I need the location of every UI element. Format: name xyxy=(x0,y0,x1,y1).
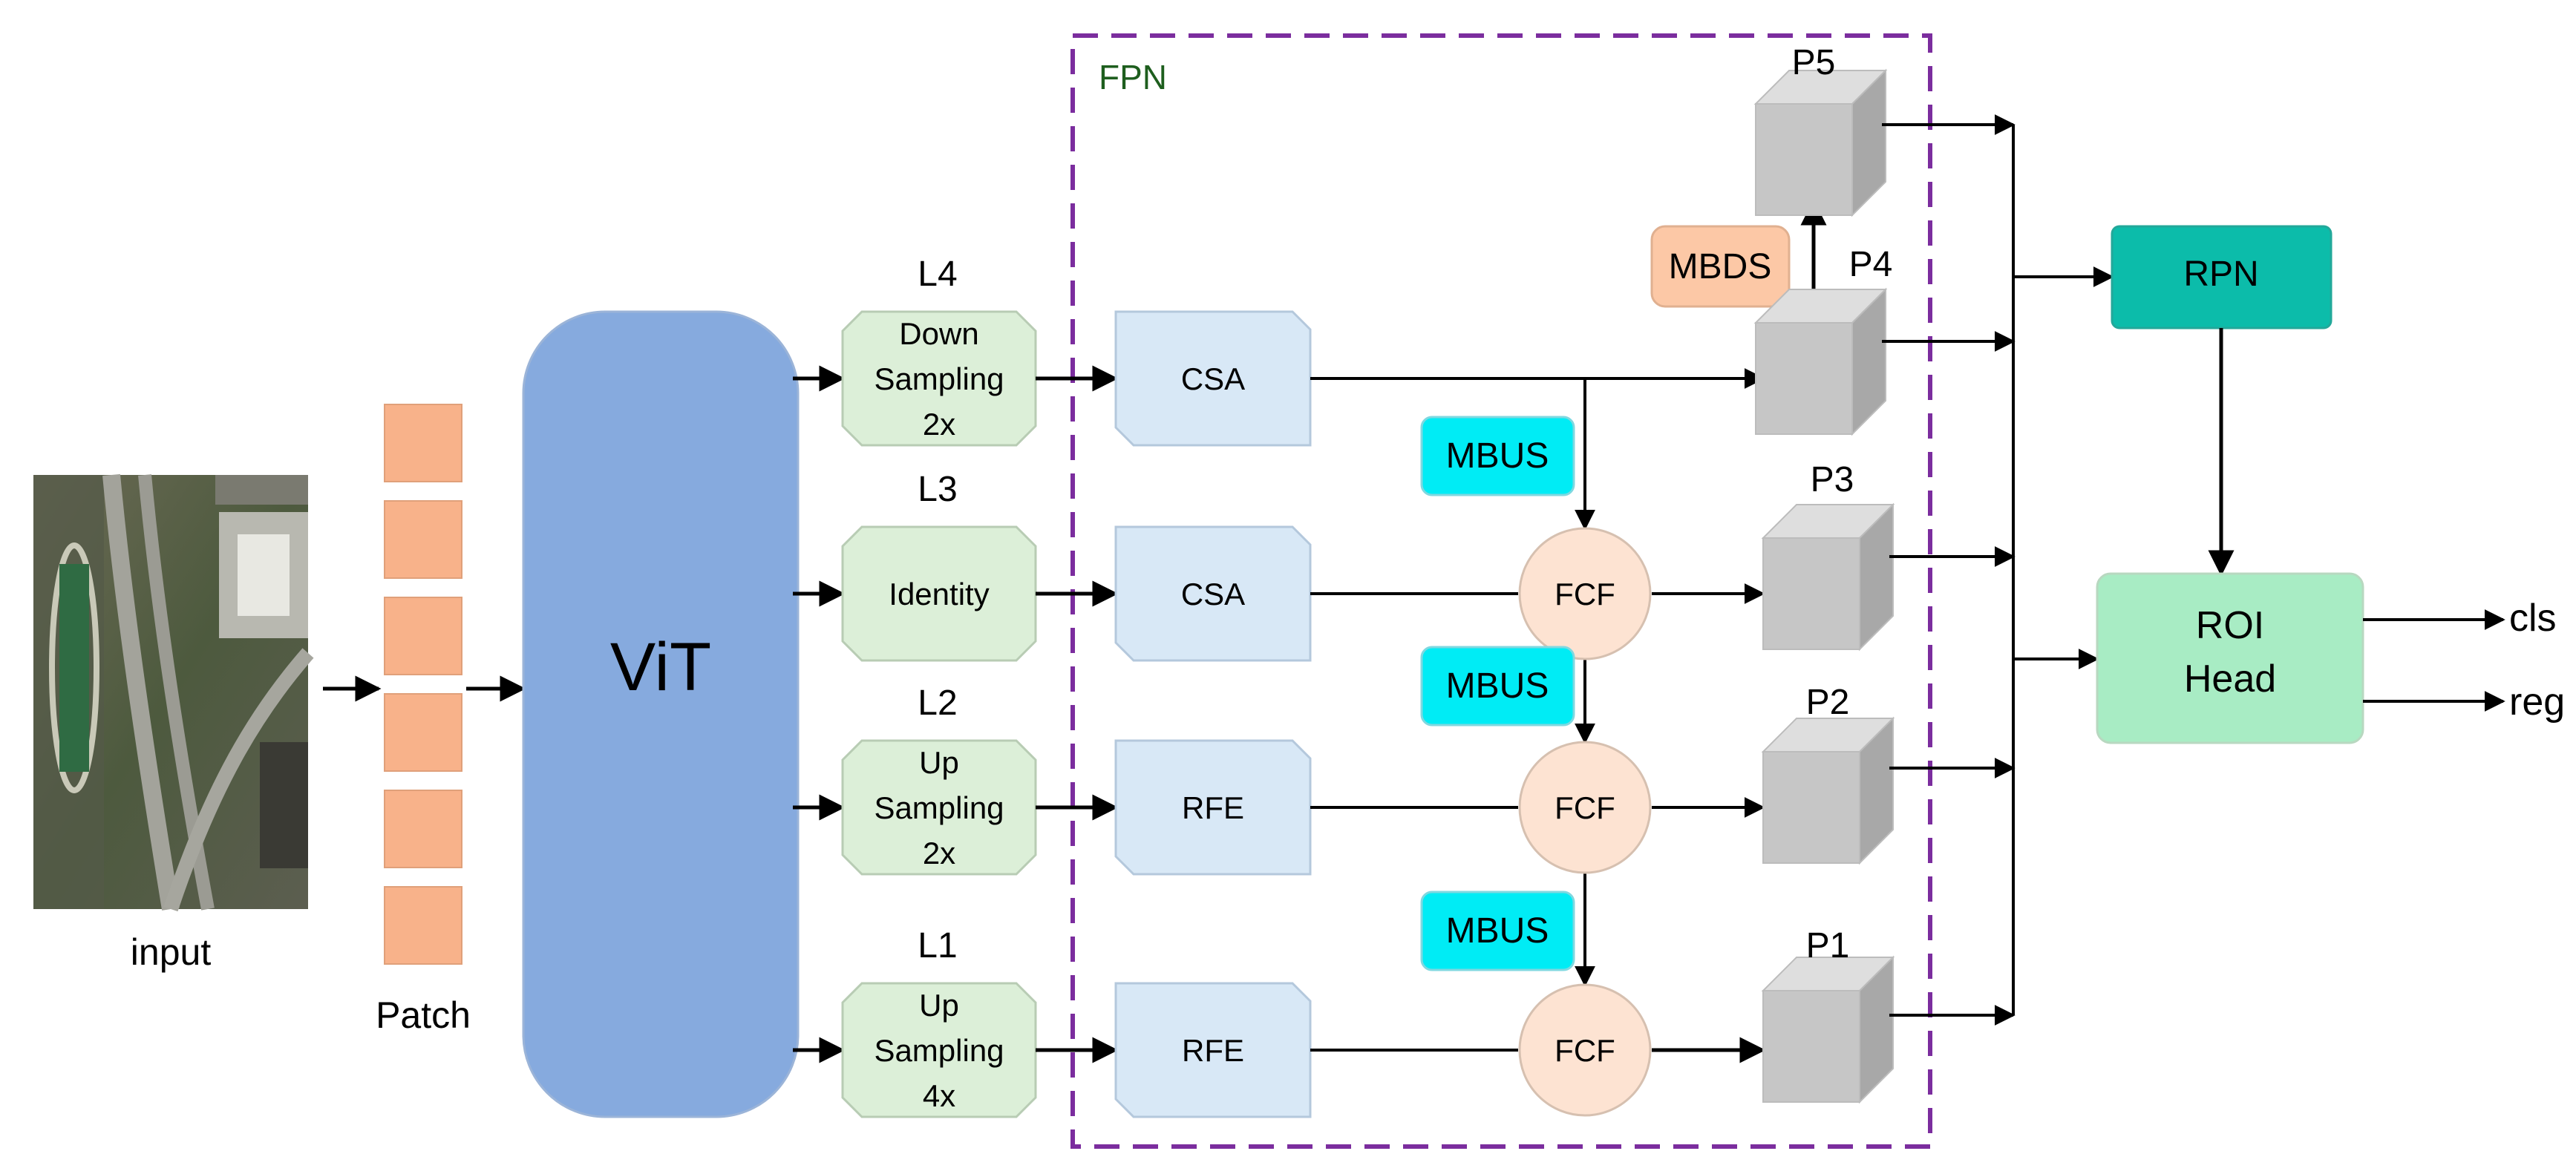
feature-cube-p5: P5 xyxy=(1753,43,1888,217)
vit-label: ViT xyxy=(610,629,711,705)
sampling-text: Up xyxy=(919,745,959,780)
fpn-region xyxy=(1070,33,1932,1149)
roi-head-line-2: Head xyxy=(2184,657,2276,701)
csa-label: CSA xyxy=(1181,361,1245,396)
fcf-group: FCF FCF FCF xyxy=(1518,527,1652,1117)
rfe-block xyxy=(1114,739,1312,876)
patch-tile xyxy=(384,404,462,482)
sampling-block xyxy=(841,739,1037,876)
rfe-block xyxy=(1114,982,1312,1118)
cube-label: P5 xyxy=(1792,43,1836,82)
sampling-text: Sampling xyxy=(874,1033,1004,1068)
mbds-label: MBDS xyxy=(1669,247,1772,286)
sampling-block xyxy=(841,525,1037,662)
mbus-badge xyxy=(1420,891,1575,971)
cube-label: P3 xyxy=(1811,460,1854,499)
fcf-label: FCF xyxy=(1555,790,1615,825)
level-label: L1 xyxy=(918,926,957,965)
fpn-label: FPN xyxy=(1099,58,1167,96)
fcf-node xyxy=(1518,527,1652,660)
level-label: L3 xyxy=(918,470,957,509)
patch-stack xyxy=(384,404,462,965)
patch-tile xyxy=(384,790,462,868)
patch-tile xyxy=(384,693,462,772)
mbus-label: MBUS xyxy=(1446,666,1549,706)
roi-head-block xyxy=(2096,572,2364,744)
mbus-badge xyxy=(1420,646,1575,727)
sampling-text: 2x xyxy=(923,407,955,442)
patch-label: Patch xyxy=(376,994,471,1036)
level-label: L4 xyxy=(918,255,957,294)
feature-cube-p1: P1 xyxy=(1761,926,1895,1104)
csa-label: CSA xyxy=(1181,577,1245,611)
patch-tile xyxy=(384,597,462,675)
rpn-label: RPN xyxy=(2183,255,2258,294)
sampling-text: Down xyxy=(899,316,978,351)
sampling-text: 4x xyxy=(923,1078,955,1113)
vit-block xyxy=(522,310,800,1118)
cube-label: P4 xyxy=(1849,245,1893,284)
sampling-text: Identity xyxy=(889,577,989,611)
sampling-text: Sampling xyxy=(874,790,1004,825)
mbus-label: MBUS xyxy=(1446,436,1549,476)
sampling-block xyxy=(841,982,1037,1118)
fcf-label: FCF xyxy=(1555,577,1615,611)
sampling-text: 2x xyxy=(923,836,955,870)
sampling-block xyxy=(841,310,1037,447)
input-image xyxy=(33,473,314,912)
rfe-label: RFE xyxy=(1182,790,1244,825)
input-label: input xyxy=(131,931,212,973)
feature-cube-p2: P2 xyxy=(1761,683,1895,865)
cube-label: P2 xyxy=(1806,683,1850,722)
rfe-label: RFE xyxy=(1182,1033,1244,1068)
csa-block xyxy=(1114,310,1312,447)
mbds-badge xyxy=(1650,225,1791,308)
roi-head-line-1: ROI xyxy=(2196,604,2264,647)
sampling-text: Sampling xyxy=(874,361,1004,396)
cube-label: P1 xyxy=(1806,926,1850,965)
fcf-node xyxy=(1518,983,1652,1117)
cls-label: cls xyxy=(2509,597,2557,640)
feature-cube-p4: P4 xyxy=(1753,245,1893,436)
feature-cube-p3: P3 xyxy=(1761,460,1895,652)
mbus-label: MBUS xyxy=(1446,911,1549,951)
sampling-text: Up xyxy=(919,988,959,1023)
mbus-group: MBUS MBUS MBUS xyxy=(1420,416,1575,971)
fcf-node xyxy=(1518,741,1652,874)
patch-tile xyxy=(384,886,462,965)
patch-tile xyxy=(384,500,462,579)
mbus-badge xyxy=(1420,416,1575,496)
reg-label: reg xyxy=(2509,681,2565,724)
level-label: L2 xyxy=(918,683,957,723)
csa-block xyxy=(1114,525,1312,662)
fcf-label: FCF xyxy=(1555,1033,1615,1068)
